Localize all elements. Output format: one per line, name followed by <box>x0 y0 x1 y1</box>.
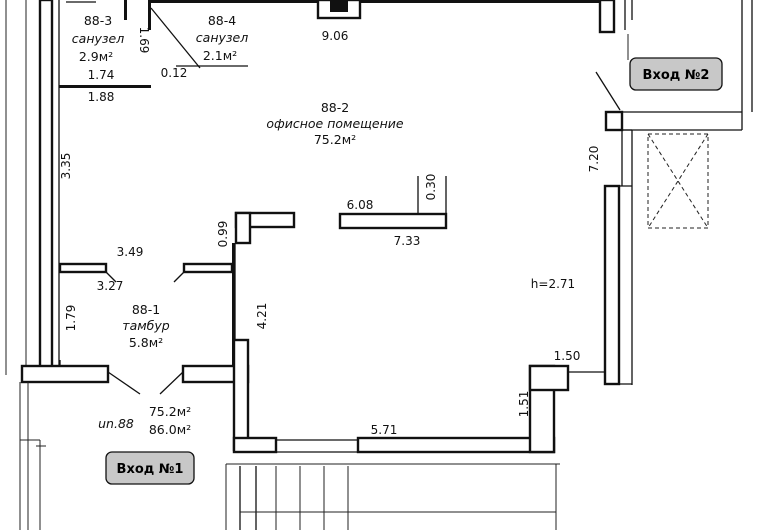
vestibule-door-leaf-left <box>105 271 117 283</box>
vestibule-top-left <box>58 262 108 274</box>
unit-area-total: 86.0м² <box>149 422 191 437</box>
dim-1-51: 1.51 <box>517 391 531 418</box>
top-window-core <box>330 0 348 12</box>
room-88-3-number: 88-3 <box>84 13 112 28</box>
top-wall <box>150 0 612 3</box>
bottom-left-wall <box>20 364 110 384</box>
dim-0-12: 0.12 <box>161 66 188 80</box>
dim-7-20: 7.20 <box>587 146 601 173</box>
dim-1-79: 1.79 <box>64 305 78 332</box>
room-88-1-name: тамбур <box>122 318 169 333</box>
ceiling-height: h=2.71 <box>531 277 575 291</box>
dim-3-27: 3.27 <box>97 279 124 293</box>
vestibule-top-right <box>182 262 234 274</box>
room-88-4-name: санузел <box>196 30 248 45</box>
room-88-1-number: 88-1 <box>132 302 160 317</box>
bathroom-divider <box>148 0 151 30</box>
room-88-4-area: 2.1м² <box>203 48 237 63</box>
door-swing-entry2 <box>595 71 621 111</box>
dim-4-21: 4.21 <box>255 303 269 330</box>
entry-1-badge: Вход №1 <box>105 451 195 485</box>
dim-0-30: 0.30 <box>424 174 438 201</box>
room-88-2-number: 88-2 <box>321 100 349 115</box>
below-stair-cross-1 <box>647 133 709 229</box>
vestibule-right-fill <box>232 243 235 366</box>
dim-1-50: 1.50 <box>554 349 581 363</box>
dim-7-33: 7.33 <box>394 234 421 248</box>
dim-1-69: 1.69 <box>137 27 151 54</box>
dim-3-49: 3.49 <box>117 245 144 259</box>
vestibule-door-leaf-right <box>173 271 185 283</box>
bottom-right-corner <box>528 364 570 392</box>
entry-2-box <box>629 57 723 91</box>
room-88-3-name: санузел <box>72 31 124 46</box>
unit-area-main: 75.2м² <box>149 404 191 419</box>
dim-1-74: 1.74 <box>88 68 115 82</box>
bathroom-partition-fill <box>59 85 151 88</box>
below-stair-box <box>647 133 709 229</box>
partition-stub <box>234 211 252 245</box>
left-exterior-wall <box>38 0 54 374</box>
top-right-pier <box>598 0 616 34</box>
door-swing-88-4 <box>150 7 201 69</box>
bathroom-divider-stub <box>124 0 127 20</box>
dim-9-06: 9.06 <box>322 29 349 43</box>
door-swing-entry1-right <box>159 371 184 395</box>
room-88-4-number: 88-4 <box>208 13 236 28</box>
room-88-2-name: офисное помещение <box>266 116 404 131</box>
lower-left-step-wall <box>232 338 250 452</box>
dim-3-35: 3.35 <box>59 153 73 180</box>
entry-1-box <box>105 451 195 485</box>
room-88-1-area: 5.8м² <box>129 335 163 350</box>
below-stair-cross-2 <box>647 133 709 229</box>
partition-center <box>338 212 448 230</box>
dim-1-88: 1.88 <box>88 90 115 104</box>
entry-2-badge: Вход №2 <box>629 57 723 91</box>
bottom-wall-left <box>232 436 278 454</box>
right-wall <box>603 184 621 386</box>
door-swing-entry1-left <box>107 371 141 395</box>
room-88-2-area: 75.2м² <box>314 132 356 147</box>
room-88-3-area: 2.9м² <box>79 49 113 64</box>
bottom-wall-right <box>356 436 556 454</box>
unit-number: un.88 <box>98 416 134 431</box>
entry-1-label: Вход №1 <box>117 462 184 477</box>
dim-5-71: 5.71 <box>371 423 398 437</box>
entry-2-label: Вход №2 <box>643 68 710 83</box>
dim-0-99: 0.99 <box>216 221 230 248</box>
dim-6-08: 6.08 <box>347 198 374 212</box>
right-wall-post <box>604 110 624 132</box>
